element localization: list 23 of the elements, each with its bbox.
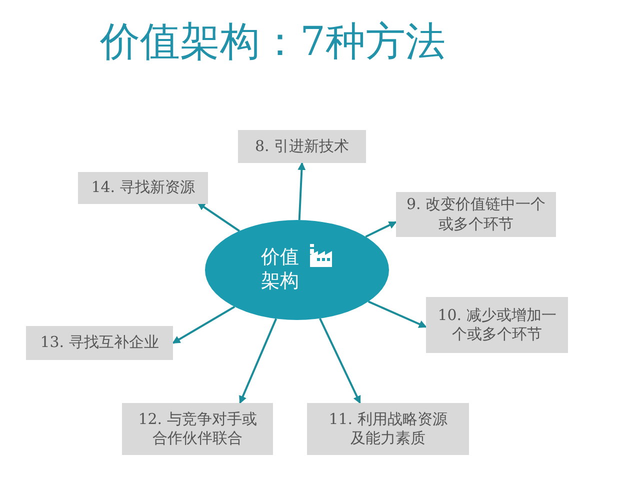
method-box (396, 192, 556, 237)
method-box (307, 403, 469, 455)
arrow (319, 318, 361, 404)
method-box (238, 130, 366, 163)
method-label: 14. 寻找新资源 (90, 178, 196, 198)
method-box (26, 326, 173, 360)
method-box (426, 297, 568, 353)
arrow (172, 306, 236, 344)
method-label: 12. 与竞争对手或合作伙伴联合 (137, 410, 258, 448)
arrow (368, 300, 427, 328)
method-box (78, 172, 208, 204)
method-label: 8. 引进新技术 (254, 136, 350, 156)
arrow (239, 318, 278, 404)
arrow (298, 162, 306, 220)
title: 价值架构：7种方法 (100, 22, 446, 62)
method-label: 9. 改变价值链中一个或多个环节 (405, 195, 547, 234)
method-label: 13. 寻找互补企业 (39, 333, 160, 353)
method-label: 10. 减少或增加一个或多个环节 (436, 306, 558, 344)
arrow (365, 221, 397, 238)
center-label: 价值架构 (260, 246, 300, 294)
method-box (122, 403, 273, 455)
arrow (197, 202, 240, 232)
method-label: 11. 利用战略资源及能力素质 (328, 410, 448, 448)
